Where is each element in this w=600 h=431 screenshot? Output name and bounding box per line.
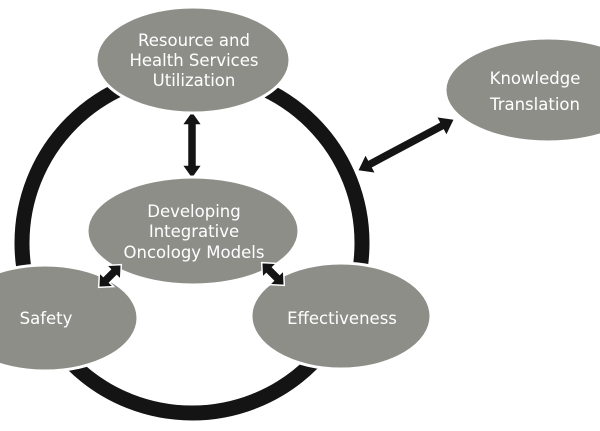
- developing-label-line3: Oncology Models: [124, 243, 265, 262]
- effectiveness-label: Effectiveness: [287, 309, 397, 328]
- node-resource-utilization: Resource and Health Services Utilization: [94, 5, 292, 115]
- arrow-resource-developing: [180, 109, 204, 181]
- resource-label-line3: Utilization: [153, 71, 236, 90]
- developing-ellipse: [85, 175, 301, 287]
- safety-label: Safety: [20, 309, 73, 328]
- knowledge-ellipse: [443, 36, 600, 144]
- effectiveness-ellipse: [249, 261, 433, 371]
- arrow-developing-effectiveness: [260, 261, 286, 287]
- resource-label-line1: Resource and: [138, 31, 250, 50]
- arrow-ring-knowledge: [356, 115, 456, 175]
- node-knowledge-translation: Knowledge Translation: [443, 36, 600, 144]
- developing-label-line2: Integrative: [149, 222, 239, 241]
- node-safety: Safety: [0, 263, 140, 373]
- node-developing-models: Developing Integrative Oncology Models: [85, 175, 301, 287]
- resource-label-line2: Health Services: [129, 51, 258, 70]
- developing-label-line1: Developing: [147, 202, 240, 221]
- safety-ellipse: [0, 263, 140, 373]
- resource-ellipse: [94, 5, 292, 115]
- knowledge-label-line1: Knowledge: [490, 69, 581, 88]
- knowledge-label-line2: Translation: [489, 95, 580, 114]
- node-effectiveness: Effectiveness: [249, 261, 433, 371]
- arrow-developing-safety: [97, 263, 123, 289]
